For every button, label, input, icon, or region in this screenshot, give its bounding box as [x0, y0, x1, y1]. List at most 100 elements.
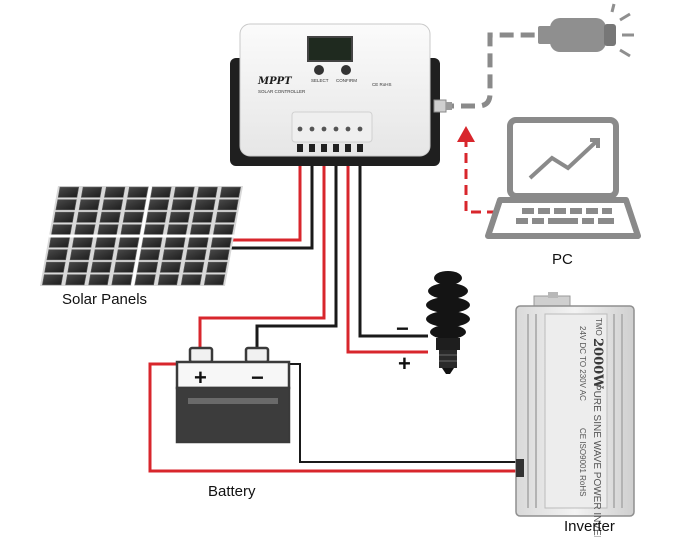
- solar-cell: [185, 249, 207, 261]
- solar-cell: [57, 186, 80, 198]
- pc-data-link: [464, 140, 497, 214]
- solar-cell: [157, 274, 179, 286]
- solar-cell: [69, 249, 91, 261]
- solar-cell: [48, 236, 71, 248]
- battery-negative-sign: −: [251, 365, 264, 390]
- solar-cell: [145, 211, 168, 223]
- load-negative-sign: −: [396, 316, 409, 341]
- inverter-label-group: TMO 2000W 24V DC TO 230V AC PURE SINE WA…: [578, 318, 605, 537]
- solar-cell: [42, 274, 64, 286]
- load-positive-wire: [346, 150, 428, 354]
- solar-cell: [90, 261, 112, 273]
- solar-cell: [122, 211, 144, 223]
- solar-cell: [166, 224, 188, 236]
- solar-cell: [80, 186, 103, 198]
- solar-cell: [164, 236, 186, 248]
- solar-cell: [76, 211, 98, 223]
- solar-cell: [212, 224, 235, 236]
- inverter-positive-wire: [148, 362, 520, 473]
- solar-cell: [111, 274, 133, 286]
- solar-cell: [120, 224, 142, 236]
- solar-cell: [203, 274, 226, 286]
- solar-cell: [189, 224, 212, 236]
- solar-cell: [208, 249, 230, 261]
- load-positive-sign: +: [398, 351, 411, 376]
- confirm-button[interactable]: [341, 65, 351, 75]
- solar-cell: [44, 261, 66, 273]
- solar-cell: [171, 199, 193, 211]
- load-negative-wire: [358, 150, 428, 338]
- usb-port: [433, 99, 452, 113]
- solar-cell: [65, 274, 87, 286]
- solar-cell: [194, 199, 216, 211]
- solar-cell: [51, 224, 73, 236]
- usb-cable: [440, 32, 540, 109]
- solar-cell: [215, 211, 237, 223]
- inverter-label: Inverter: [564, 518, 615, 535]
- inverter-negative-wire: [272, 363, 520, 463]
- battery-positive-sign: +: [194, 365, 207, 390]
- battery-icon: [175, 346, 291, 444]
- solar-cell: [88, 274, 110, 286]
- inverter-icon: [515, 292, 635, 517]
- pc-data-arrowhead: [457, 126, 475, 142]
- laptop-icon: [485, 117, 641, 239]
- solar-cell: [113, 261, 135, 273]
- battery-label: Battery: [208, 483, 256, 500]
- solar-cell: [101, 199, 124, 211]
- solar-cell: [183, 261, 205, 273]
- battery-negative-wire: [255, 150, 338, 352]
- solar-cell: [74, 224, 96, 236]
- solar-cell: [150, 186, 172, 198]
- solar-cell: [134, 274, 156, 286]
- solar-cell: [141, 236, 163, 248]
- solar-cell: [53, 211, 75, 223]
- solar-cell: [55, 199, 77, 211]
- solar-cell: [67, 261, 89, 273]
- solar-cell: [187, 236, 209, 248]
- controller-cert: CE RoHS: [372, 82, 392, 87]
- solar-cell: [168, 211, 191, 223]
- solar-positive-wire: [228, 150, 302, 242]
- inverter-brand: TMO: [594, 318, 603, 336]
- solar-cell: [210, 236, 232, 248]
- solar-cell: [143, 224, 165, 236]
- terminal-indicators: [297, 126, 363, 132]
- solar-cell: [148, 199, 170, 211]
- inverter-spec: 24V DC TO 230V AC: [578, 326, 587, 401]
- solar-cell: [95, 236, 117, 248]
- inverter-model: PURE SINE WAVE POWER INVERTER: [591, 384, 602, 537]
- inverter-certs: CE ISO9001 RoHS: [578, 428, 587, 496]
- select-button[interactable]: [314, 65, 324, 75]
- pc-label: PC: [552, 251, 573, 268]
- solar-cell: [192, 211, 214, 223]
- solar-cell: [46, 249, 68, 261]
- solar-negative-wire: [228, 150, 314, 250]
- controller-brand: MPPT: [257, 76, 293, 87]
- bulb-icon: [426, 271, 470, 374]
- solar-panels-label: Solar Panels: [62, 291, 147, 308]
- mppt-controller: SELECT CONFIRM MPPT SOLAR CONTROLLER CE …: [230, 23, 452, 166]
- solar-cell: [219, 186, 241, 198]
- solar-cell: [206, 261, 228, 273]
- controller-body: [239, 23, 431, 157]
- solar-cell: [124, 199, 147, 211]
- solar-cell: [127, 186, 149, 198]
- controller-subtitle: SOLAR CONTROLLER: [258, 89, 306, 94]
- solar-cell: [136, 261, 159, 273]
- solar-panel-icon: [40, 185, 243, 287]
- wires: [148, 32, 540, 473]
- solar-cell: [78, 199, 100, 211]
- select-label: SELECT: [311, 78, 329, 83]
- terminal-screws: [297, 144, 363, 152]
- controller-lcd: [307, 36, 353, 62]
- confirm-label: CONFIRM: [336, 78, 357, 83]
- solar-cell: [99, 211, 121, 223]
- solar-cell: [118, 236, 140, 248]
- solar-cell: [180, 274, 203, 286]
- solar-cell: [162, 249, 184, 261]
- solar-cell: [217, 199, 239, 211]
- battery-positive-wire: [198, 150, 326, 352]
- solar-cell: [173, 186, 195, 198]
